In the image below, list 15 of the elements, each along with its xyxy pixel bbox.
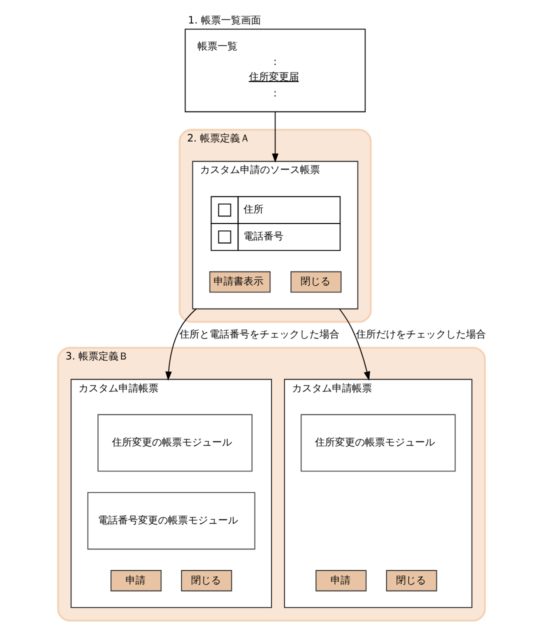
node-label: 1. 帳票一覧画面 [188,15,261,26]
node-box: 申請 [316,570,367,592]
node-box: 住所変更の帳票モジュール [98,414,252,472]
node-box: 申請 [110,570,162,592]
node-box: 住所変更の帳票モジュール [300,414,456,472]
arrow [272,110,278,163]
arrow [165,308,197,381]
edge-label: 住所だけをチェックした場合 [356,329,486,340]
arrow [338,308,370,381]
node-box: 閉じる [181,570,232,592]
node-box: 閉じる [386,570,438,592]
edge-label: 住所と電話番号をチェックした場合 [180,329,340,340]
node-box: 申請書表示 [209,271,271,293]
node-box: 電話番号変更の帳票モジュール [87,492,256,550]
node-box: 閉じる [290,271,342,293]
